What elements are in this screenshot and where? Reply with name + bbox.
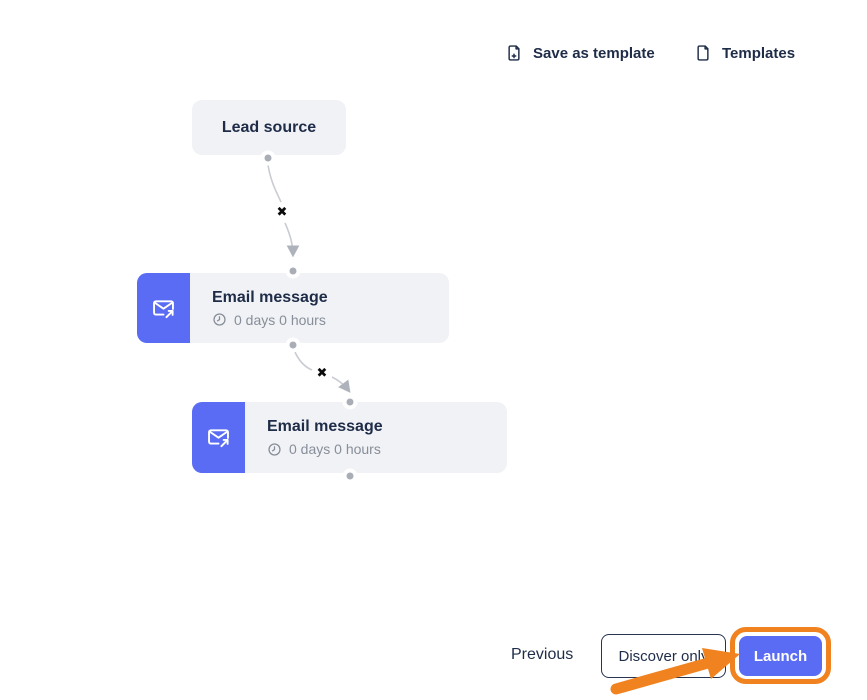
email-message-node-2[interactable]: Email message 0 days 0 hours: [192, 402, 507, 473]
email-node-body: Email message 0 days 0 hours: [190, 273, 449, 343]
clock-icon: [267, 442, 282, 457]
launch-button[interactable]: Launch: [739, 636, 822, 676]
email-send-icon: [137, 273, 190, 343]
connector-path: [267, 164, 282, 203]
previous-button[interactable]: Previous: [511, 646, 574, 663]
templates-label: Templates: [722, 44, 796, 62]
templates-button[interactable]: Templates: [694, 44, 795, 62]
connector-path: [331, 376, 351, 393]
email-node-title: Email message: [267, 418, 383, 435]
file-plus-icon: [505, 44, 523, 62]
email-node-delay: 0 days 0 hours: [267, 440, 507, 458]
connector-path: [294, 351, 313, 371]
email-message-node-1[interactable]: Email message 0 days 0 hours: [137, 273, 449, 343]
delete-connection-icon[interactable]: ✖: [312, 363, 332, 383]
discover-only-button[interactable]: Discover only: [601, 634, 726, 678]
lead-source-label: Lead source: [221, 118, 317, 136]
email-node-delay: 0 days 0 hours: [212, 311, 449, 329]
lead-source-node[interactable]: Lead source: [192, 100, 346, 155]
connector-path: [284, 222, 300, 258]
file-icon: [694, 44, 712, 62]
clock-icon: [212, 312, 227, 327]
save-as-template-button[interactable]: Save as template: [505, 44, 655, 62]
delete-connection-icon[interactable]: ✖: [272, 202, 292, 222]
email-node-body: Email message 0 days 0 hours: [245, 402, 507, 473]
email-delay-text: 0 days 0 hours: [234, 311, 326, 328]
email-delay-text: 0 days 0 hours: [289, 441, 381, 457]
save-as-template-label: Save as template: [533, 44, 655, 62]
email-node-title: Email message: [212, 288, 328, 306]
email-send-icon: [192, 402, 245, 473]
